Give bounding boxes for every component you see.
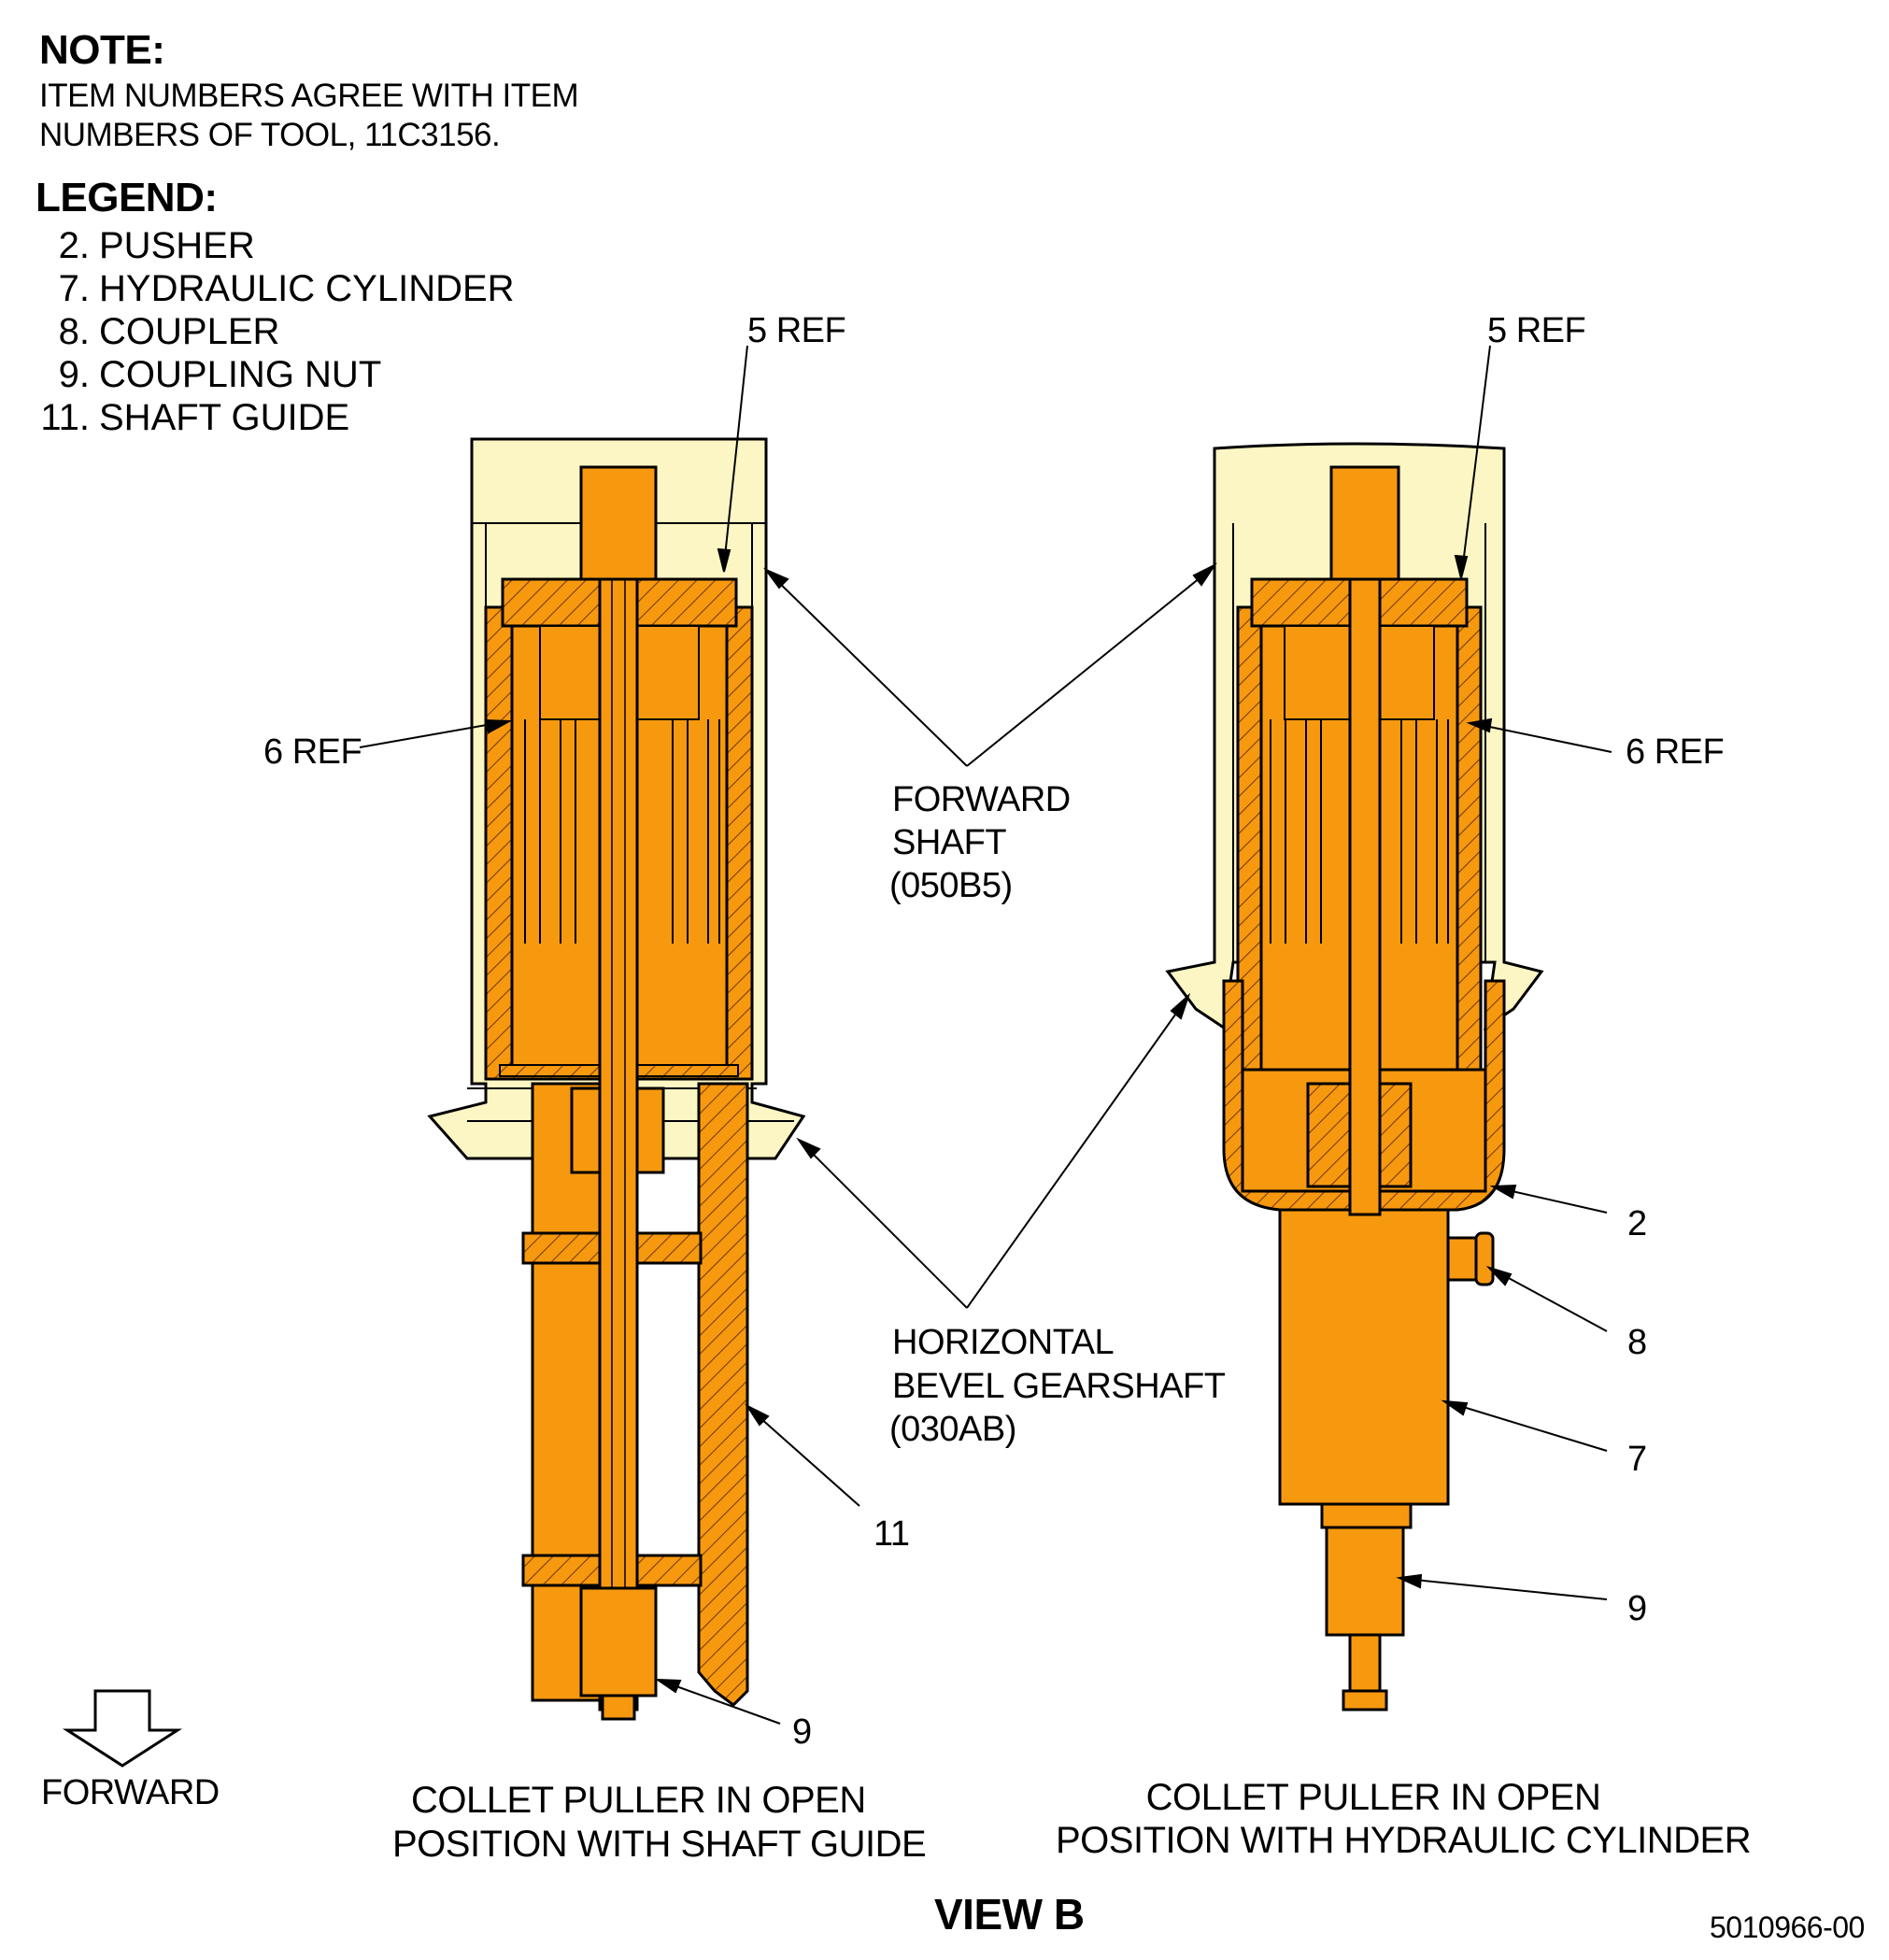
callout-item-9-left: 9: [792, 1712, 812, 1752]
left-collet-fingers: [524, 719, 720, 944]
note-heading: NOTE:: [39, 27, 165, 73]
legend-item: 8.COUPLER: [58, 311, 280, 352]
callout-item-2: 2: [1627, 1204, 1647, 1243]
callout-horizontal-gearshaft-1: HORIZONTAL: [892, 1323, 1115, 1362]
callout-item-7: 7: [1627, 1440, 1647, 1479]
legend-item: 11.SHAFT GUIDE: [40, 397, 350, 438]
left-threaded-rod: [598, 465, 639, 1711]
callout-6-ref-right: 6 REF: [1626, 732, 1725, 772]
caption-right-line-2: POSITION WITH HYDRAULIC CYLINDER: [1056, 1820, 1752, 1861]
left-assembly: [427, 437, 806, 1721]
legend-item: 2.PUSHER: [58, 225, 255, 266]
right-hydraulic-cylinder: [1278, 1208, 1450, 1506]
right-top-nut: [1329, 465, 1400, 581]
callout-horizontal-gearshaft-3: (030AB): [889, 1410, 1016, 1449]
right-assembly: [1165, 442, 1544, 1711]
note-line-1: ITEM NUMBERS AGREE WITH ITEM: [39, 78, 579, 114]
right-collet-fingers: [1270, 719, 1449, 944]
right-coupling-nut: [1325, 1526, 1405, 1637]
callout-5-ref-left: 5 REF: [747, 311, 846, 350]
callout-5-ref-right: 5 REF: [1487, 311, 1586, 350]
callout-item-8: 8: [1627, 1323, 1647, 1362]
forward-arrow-icon: [62, 1689, 183, 1768]
callout-item-9-right: 9: [1627, 1589, 1647, 1628]
callout-horizontal-gearshaft-2: BEVEL GEARSHAFT: [892, 1367, 1226, 1406]
callout-6-ref-left: 6 REF: [263, 732, 362, 772]
callout-item-11: 11: [873, 1514, 910, 1554]
left-shaft-guide: [697, 1082, 749, 1707]
view-label: VIEW B: [934, 1890, 1085, 1939]
note-line-2: NUMBERS OF TOOL, 11C3156.: [39, 117, 501, 153]
caption-right-line-1: COLLET PULLER IN OPEN: [1145, 1777, 1601, 1818]
leader-lines: [359, 345, 1612, 1725]
legend-heading: LEGEND:: [36, 175, 218, 220]
document-number: 5010966-00: [1710, 1910, 1865, 1944]
caption-left-line-2: POSITION WITH SHAFT GUIDE: [392, 1824, 927, 1865]
caption-left-line-1: COLLET PULLER IN OPEN: [411, 1780, 866, 1821]
callout-forward-shaft-2: SHAFT: [892, 823, 1007, 862]
right-coupler: [1446, 1236, 1478, 1282]
left-coupling-nut: [579, 1586, 658, 1697]
left-top-nut: [579, 465, 658, 581]
right-threaded-rod: [1348, 465, 1382, 1216]
legend-item: 7.HYDRAULIC CYLINDER: [58, 268, 515, 309]
legend-item: 9.COUPLING NUT: [58, 354, 382, 395]
callout-forward-shaft-3: (050B5): [889, 866, 1013, 905]
callout-forward-shaft-1: FORWARD: [892, 780, 1071, 819]
forward-label: FORWARD: [41, 1773, 220, 1812]
legend-list: 2.PUSHER 7.HYDRAULIC CYLINDER 8.COUPLER …: [36, 224, 515, 439]
